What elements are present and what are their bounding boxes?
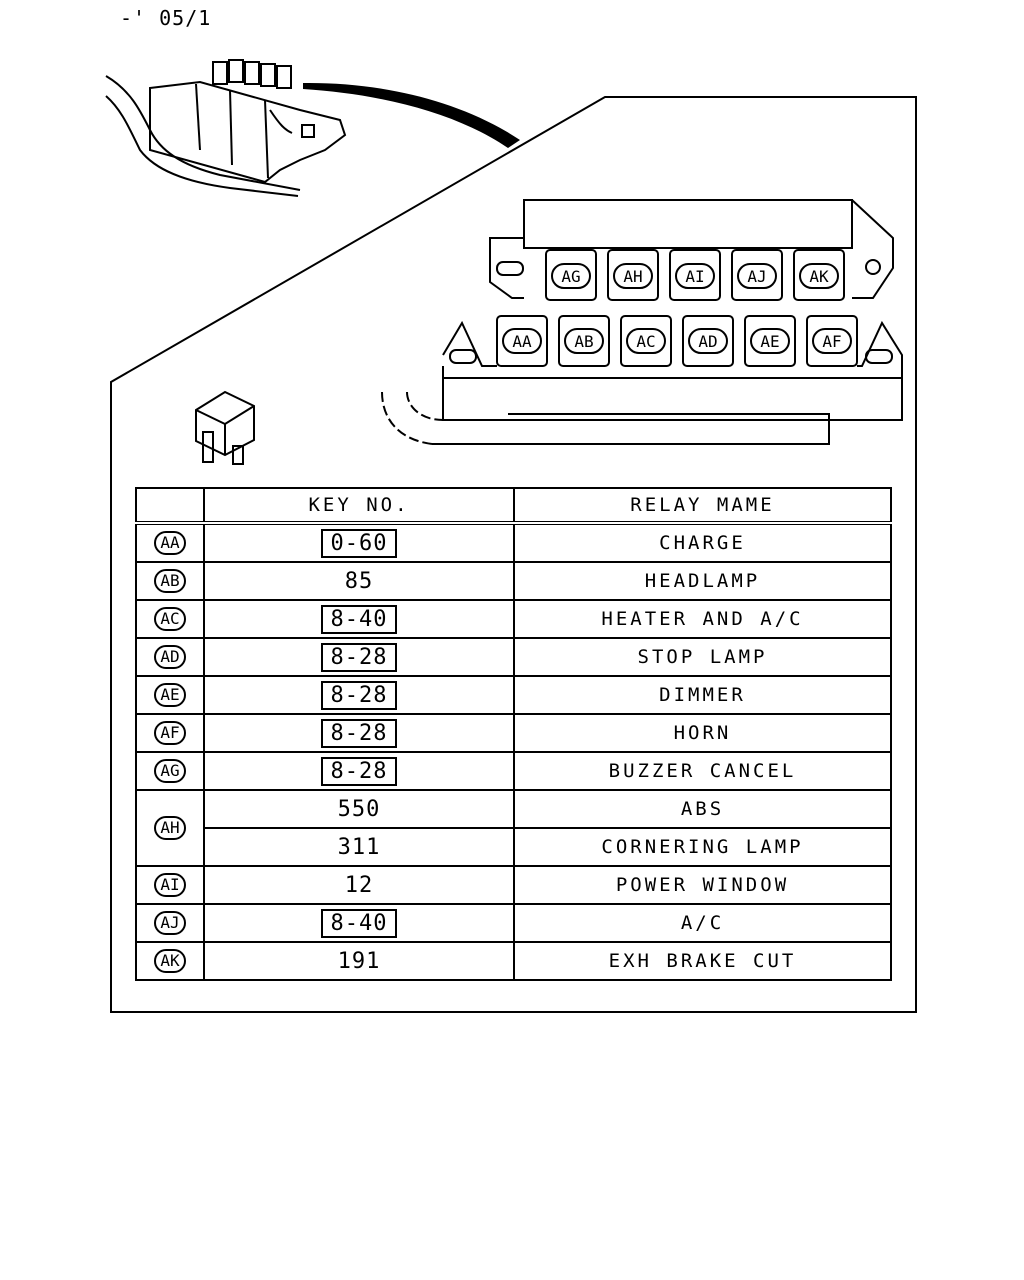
diagram-frame [110,96,917,1013]
key-no-cell: 550 [203,789,515,829]
table-row: AH 550 ABS [135,789,892,867]
relay-slot-labels: AG AH AI AJ AK AA AB AC AD AE AF [502,263,852,354]
key-no: 8-28 [320,642,398,672]
relay-name: A/C [513,903,892,943]
page-code: -' 05/1 [120,6,212,30]
key-no-cell: 8-28 [203,713,515,753]
slot-label: AF [822,332,841,351]
relay-name: EXH BRAKE CUT [513,941,892,981]
relay-code: AC [154,607,186,631]
table-row: AE 8-28 DIMMER [135,675,892,715]
slot-label: AA [512,332,532,351]
relay-code: AG [154,759,186,783]
relay-name: HEATER AND A/C [513,599,892,639]
key-no-cell: 12 [203,865,515,905]
key-no: 8-40 [320,908,398,938]
header-relay-name: RELAY MAME [513,487,892,525]
key-no: 8-28 [320,718,398,748]
key-no: 0-60 [320,528,398,558]
slot-label: AD [698,332,717,351]
header-key-no: KEY NO. [203,487,515,525]
key-no-cell: 191 [203,941,515,981]
relay-name: CORNERING LAMP [513,827,892,867]
key-no-cell: 8-40 [203,903,515,943]
relay-code: AK [154,949,186,973]
relay-name: STOP LAMP [513,637,892,677]
pointer-arrow [303,82,520,148]
relay-name: CHARGE [513,522,892,563]
table-row: AA 0-60 CHARGE [135,522,892,563]
relay-code-cell: AE [135,675,205,715]
key-no-cell: 0-60 [203,522,515,563]
harness-location-sketch [105,59,347,197]
header-code [135,487,205,525]
table-row: AK 191 EXH BRAKE CUT [135,941,892,981]
relay-code-cell: AD [135,637,205,677]
relay-code-cell: AH [135,789,205,867]
relay-name: DIMMER [513,675,892,715]
key-no: 8-28 [320,756,398,786]
relay-code: AE [154,683,186,707]
slot-label: AJ [747,267,766,286]
key-no-cell: 8-28 [203,637,515,677]
slot-label: AG [561,267,580,286]
slot-label: AK [809,267,829,286]
key-no: 550 [337,796,381,822]
key-no: 8-28 [320,680,398,710]
relay-name: POWER WINDOW [513,865,892,905]
slot-label: AE [760,332,779,351]
relay-icon [195,390,255,465]
table-header-row: KEY NO. RELAY MAME [135,487,892,525]
relay-code-cell: AG [135,751,205,791]
key-no: 311 [337,834,381,860]
table-row: AC 8-40 HEATER AND A/C [135,599,892,639]
table-row: AB 85 HEADLAMP [135,561,892,601]
relay-code: AF [154,721,186,745]
relay-name: HORN [513,713,892,753]
key-no: 85 [344,568,374,594]
key-no-cell: 85 [203,561,515,601]
table-row: AJ 8-40 A/C [135,903,892,943]
key-no: 8-40 [320,604,398,634]
slot-label: AH [623,267,642,286]
relay-table: KEY NO. RELAY MAME AA 0-60 CHARGE AB 85 … [135,487,892,981]
relay-code: AD [154,645,186,669]
relay-code-cell: AI [135,865,205,905]
relay-code-cell: AJ [135,903,205,943]
relay-code-cell: AK [135,941,205,981]
table-row: AG 8-28 BUZZER CANCEL [135,751,892,791]
relay-name: BUZZER CANCEL [513,751,892,791]
slot-label: AC [636,332,655,351]
relay-code: AB [154,569,186,593]
relay-name: HEADLAMP [513,561,892,601]
relay-code-cell: AB [135,561,205,601]
key-no: 191 [337,948,381,974]
table-row: AD 8-28 STOP LAMP [135,637,892,677]
relay-code-cell: AF [135,713,205,753]
relay-code: AA [154,531,186,555]
slot-label: AI [685,267,704,286]
relay-block [381,199,903,445]
relay-code: AH [154,816,186,840]
slot-label: AB [574,332,593,351]
relay-code-cell: AA [135,522,205,563]
relay-code-cell: AC [135,599,205,639]
key-no: 12 [344,872,374,898]
relay-name: ABS [513,789,892,829]
key-no-cell: 311 [203,827,515,867]
key-no-cell: 8-28 [203,751,515,791]
key-no-cell: 8-28 [203,675,515,715]
table-row: AF 8-28 HORN [135,713,892,753]
table-row: 311 CORNERING LAMP [136,827,892,867]
key-no-cell: 8-40 [203,599,515,639]
relay-code: AJ [154,911,186,935]
table-row: AI 12 POWER WINDOW [135,865,892,905]
relay-code: AI [154,873,186,897]
